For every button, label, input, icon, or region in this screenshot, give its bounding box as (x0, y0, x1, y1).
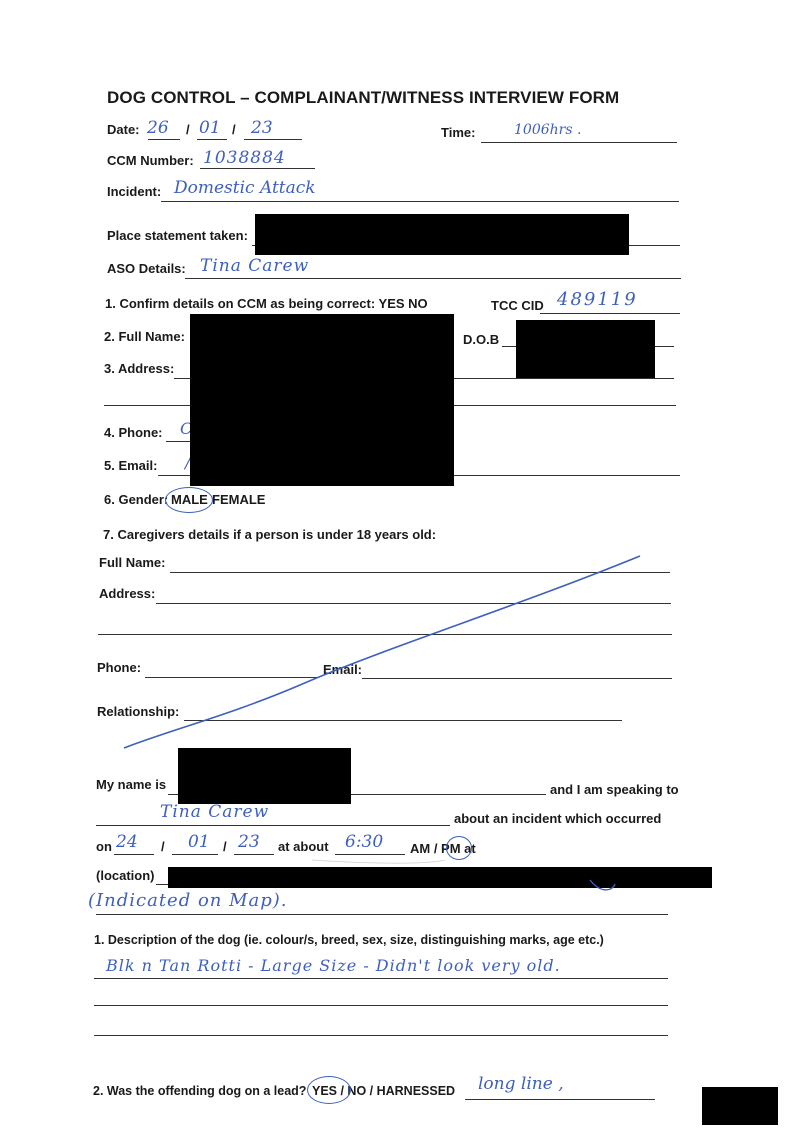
gender-label: 6. Gender: (104, 492, 169, 507)
incident-label: Incident: (107, 184, 162, 199)
incident-year: 23 (238, 832, 260, 852)
pm-selection-circle (446, 836, 472, 860)
phone-label: 4. Phone: (104, 425, 163, 440)
tcc-label: TCC CID (491, 298, 544, 313)
cg-email-label: Email: (323, 662, 363, 677)
q2-label: 2. Was the offending dog on a lead? (93, 1084, 307, 1098)
yes-selection-circle (307, 1076, 351, 1104)
on-label: on (96, 839, 112, 854)
ccm-label: CCM Number: (107, 153, 194, 168)
incident-day: 24 (116, 832, 138, 852)
phone-value: C (180, 419, 193, 438)
aso-value: Tina Carew (200, 256, 310, 276)
redaction-box (178, 748, 351, 804)
tcc-value: 489119 (557, 289, 638, 310)
time-label: Time: (441, 125, 476, 140)
redaction-box (168, 867, 712, 888)
cg-relationship-label: Relationship: (97, 704, 180, 719)
email-value: / (185, 453, 191, 472)
caregivers-label: 7. Caregivers details if a person is und… (103, 527, 437, 542)
q1-value: Blk n Tan Rotti - Large Size - Didn't lo… (106, 956, 561, 975)
fullname-label: 2. Full Name: (104, 329, 185, 344)
date-month: 01 (199, 118, 221, 138)
date-label: Date: (107, 122, 140, 137)
speaking-label: and I am speaking to (550, 782, 679, 797)
location-value: (Indicated on Map). (88, 890, 288, 911)
incident-time: 6:30 (345, 832, 384, 852)
redaction-box (190, 314, 454, 486)
cg-phone-label: Phone: (97, 660, 142, 675)
gender-selection-circle (165, 487, 213, 513)
redaction-box (516, 320, 655, 378)
at-about-label: at about (278, 839, 329, 854)
aso-label: ASO Details: (107, 261, 186, 276)
address-label: 3. Address: (104, 361, 175, 376)
dob-label: D.O.B (463, 332, 500, 347)
date-year: 23 (251, 118, 273, 138)
myname-label: My name is (96, 777, 167, 792)
gender-female: FEMALE (212, 492, 266, 507)
cg-address-label: Address: (99, 586, 156, 601)
email-label: 5. Email: (104, 458, 158, 473)
time-value: 1006hrs . (514, 122, 582, 138)
place-label: Place statement taken: (107, 228, 248, 243)
incident-month: 01 (188, 832, 210, 852)
form-title: DOG CONTROL – COMPLAINANT/WITNESS INTERV… (107, 88, 620, 107)
redaction-box (255, 214, 629, 255)
date-day: 26 (147, 118, 169, 138)
confirm-label: 1. Confirm details on CCM as being corre… (105, 296, 428, 311)
location-label: (location) (96, 868, 155, 883)
q1-label: 1. Description of the dog (ie. colour/s,… (94, 933, 604, 947)
speaking-value: Tina Carew (160, 802, 270, 822)
ccm-value: 1038884 (203, 148, 286, 168)
q2-value: long line , (478, 1074, 564, 1094)
incident-value: Domestic Attack (174, 178, 316, 198)
about-label: about an incident which occurred (454, 811, 662, 826)
redaction-box (702, 1087, 778, 1125)
cg-fullname-label: Full Name: (99, 555, 166, 570)
